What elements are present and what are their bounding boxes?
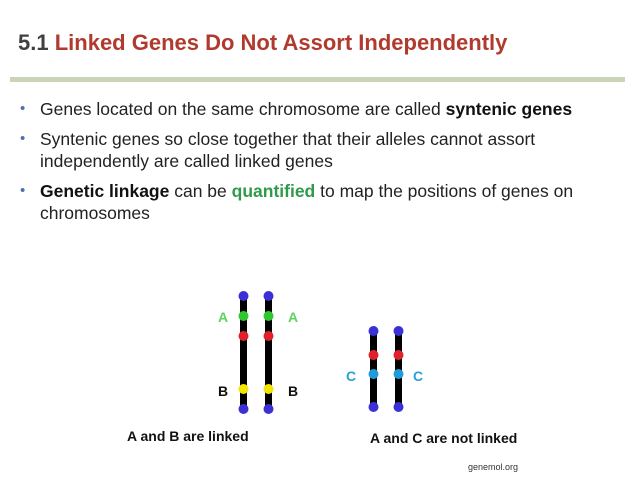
bullet-item: • Syntenic genes so close together that … [20, 128, 620, 172]
source-credit: genemol.org [468, 462, 519, 472]
centromere-marker [368, 326, 379, 336]
gene-c-marker [393, 369, 404, 379]
title-divider [10, 77, 625, 82]
bullet-text: Genes located on the same chromosome are… [40, 99, 446, 119]
title-text: Linked Genes Do Not Assort Independently [54, 30, 508, 55]
bullet-list: • Genes located on the same chromosome a… [20, 98, 620, 232]
gene-label-a: A [288, 309, 298, 325]
bullet-icon: • [20, 182, 26, 199]
bullet-icon: • [20, 130, 26, 147]
gene-marker-red [393, 350, 404, 360]
centromere-marker [263, 404, 274, 414]
gene-label-b: B [218, 383, 228, 399]
section-number: 5.1 [18, 30, 49, 55]
centromere-marker [393, 402, 404, 412]
gene-c-marker [368, 369, 379, 379]
slide-title: 5.1 Linked Genes Do Not Assort Independe… [18, 30, 507, 56]
bullet-icon: • [20, 100, 26, 117]
gene-label-c: C [413, 368, 423, 384]
unlinked-caption: A and C are not linked [370, 430, 517, 446]
gene-b-marker [263, 384, 274, 394]
bullet-item: • Genetic linkage can be quantified to m… [20, 180, 620, 224]
chromosome [240, 296, 247, 410]
gene-marker-red [368, 350, 379, 360]
bullet-item: • Genes located on the same chromosome a… [20, 98, 620, 120]
bullet-text: Syntenic genes so close together that th… [40, 129, 536, 171]
centromere-marker [238, 291, 249, 301]
gene-label-c: C [346, 368, 356, 384]
gene-a-marker [238, 311, 249, 321]
centromere-marker [393, 326, 404, 336]
gene-marker-red [263, 331, 274, 341]
gene-marker-red [238, 331, 249, 341]
bullet-bold-term: Genetic linkage [40, 181, 170, 201]
chromosome [265, 296, 272, 410]
gene-a-marker [263, 311, 274, 321]
gene-b-marker [238, 384, 249, 394]
gene-label-b: B [288, 383, 298, 399]
bullet-highlight: quantified [231, 181, 316, 201]
linked-chromosome-pair: A A B B A and B are linked [127, 291, 298, 444]
bullet-text-after: to map the positions of genes on chromos… [40, 181, 574, 223]
gene-label-a: A [218, 309, 228, 325]
bullet-bold-term: syntenic genes [445, 99, 573, 119]
bullet-text: can be [169, 181, 232, 201]
centromere-marker [238, 404, 249, 414]
centromere-marker [263, 291, 274, 301]
linked-caption: A and B are linked [127, 428, 249, 444]
centromere-marker [368, 402, 379, 412]
unlinked-chromosome-pair: C C A and C are not linked [346, 326, 517, 446]
